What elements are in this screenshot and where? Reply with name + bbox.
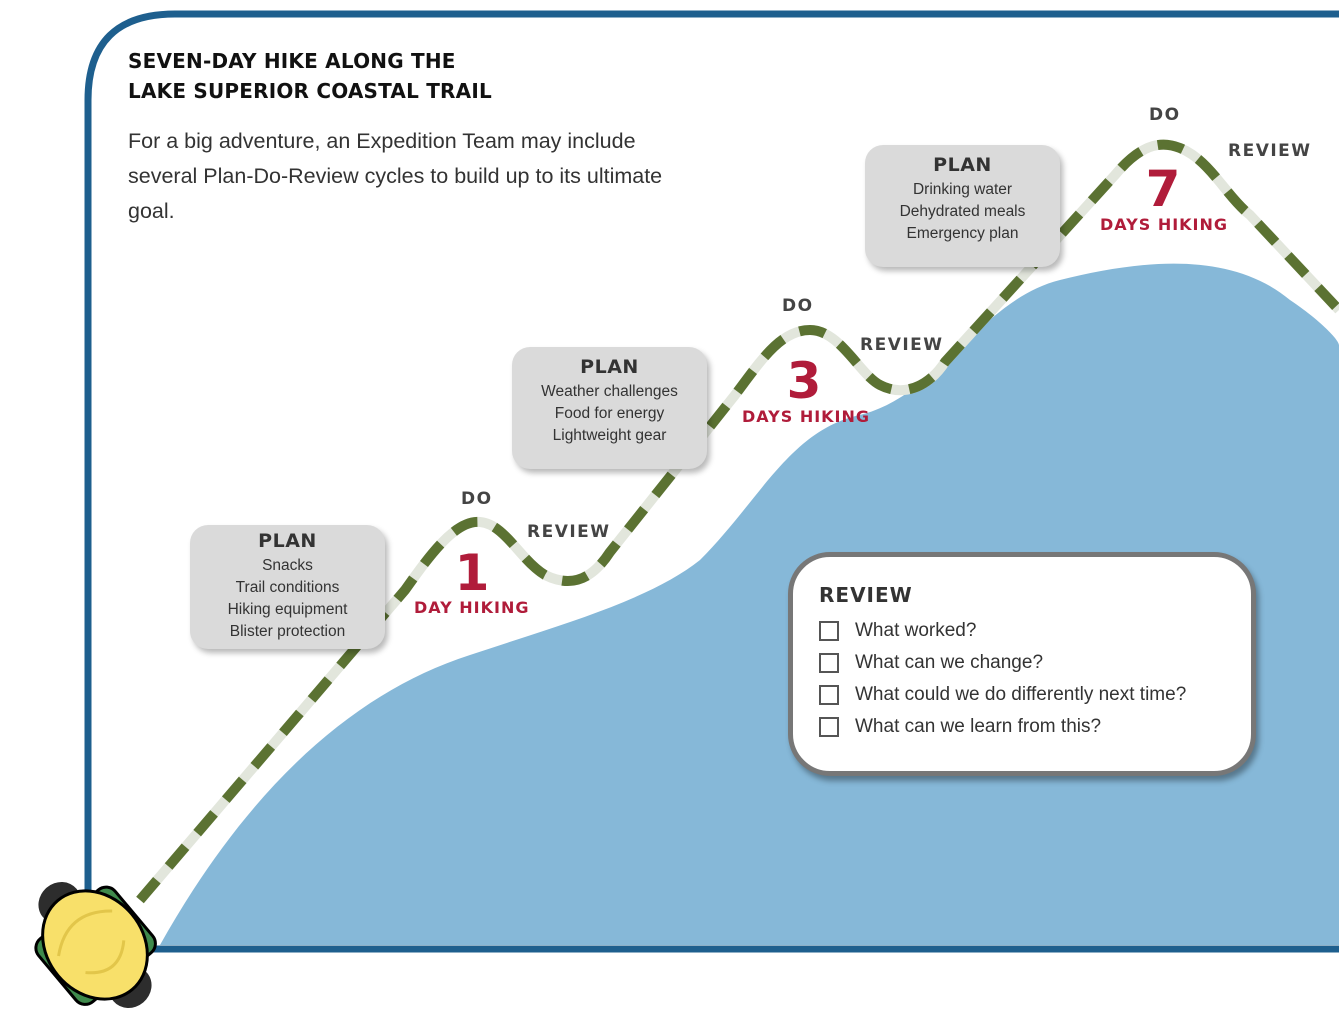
checklist-item[interactable]: What worked? (819, 615, 1251, 647)
checklist-item-label: What worked? (855, 620, 977, 641)
intro-text: For a big adventure, an Expedition Team … (128, 129, 663, 223)
plan-item: Trail conditions (235, 579, 340, 596)
plan-item: Hiking equipment (227, 601, 348, 618)
plan-box-cycle-2: PLAN Weather challenges Food for energy … (512, 347, 707, 469)
checklist-item[interactable]: What could we do differently next time? (819, 679, 1251, 711)
plan-item: Dehydrated meals (899, 203, 1026, 220)
title-line-2: LAKE SUPERIOR COASTAL TRAIL (128, 79, 492, 103)
checkbox[interactable] (819, 621, 839, 641)
checklist-item-label: What could we do differently next time? (855, 684, 1187, 705)
plan-item: Blister protection (229, 623, 346, 640)
review-checklist-panel: REVIEW What worked? What can we change? … (788, 552, 1256, 776)
checklist-item-label: What can we change? (855, 652, 1044, 673)
plan-heading: PLAN (933, 154, 992, 176)
do-label-cycle-2: DO (782, 296, 814, 316)
review-label-cycle-1: REVIEW (527, 522, 611, 542)
checklist-item[interactable]: What can we change? (819, 647, 1251, 679)
diagram-title: SEVEN-DAY HIKE ALONG THE LAKE SUPERIOR C… (128, 46, 492, 106)
days-number-cycle-3: 7 (1145, 160, 1181, 218)
plan-item: Drinking water (912, 181, 1013, 198)
days-number-cycle-1: 1 (454, 544, 490, 602)
hiker-icon (34, 882, 157, 1008)
do-label-cycle-1: DO (461, 489, 493, 509)
plan-box-cycle-1: PLAN Snacks Trail conditions Hiking equi… (190, 525, 385, 649)
plan-box-cycle-3: PLAN Drinking water Dehydrated meals Eme… (865, 145, 1060, 267)
do-label-cycle-3: DO (1149, 105, 1181, 125)
frame-border (84, 10, 1339, 953)
checkbox[interactable] (819, 685, 839, 705)
plan-item: Emergency plan (906, 225, 1019, 242)
title-line-1: SEVEN-DAY HIKE ALONG THE (128, 49, 456, 73)
plan-heading: PLAN (258, 530, 317, 552)
review-label-cycle-3: REVIEW (1228, 141, 1312, 161)
checklist-item-label: What can we learn from this? (855, 716, 1102, 737)
plan-heading: PLAN (580, 356, 639, 378)
days-label-cycle-3: DAYS HIKING (1100, 215, 1229, 234)
days-number-cycle-2: 3 (786, 352, 822, 410)
plan-item: Snacks (262, 557, 313, 574)
review-panel-heading: REVIEW (819, 583, 913, 607)
plan-item: Weather challenges (541, 383, 678, 400)
checkbox[interactable] (819, 653, 839, 673)
checklist-item[interactable]: What can we learn from this? (819, 711, 1251, 743)
checkbox[interactable] (819, 717, 839, 737)
plan-item: Lightweight gear (552, 427, 667, 444)
trail-path-dashes (136, 139, 1339, 904)
review-label-cycle-2: REVIEW (860, 335, 944, 355)
days-label-cycle-1: DAY HIKING (414, 598, 530, 617)
plan-item: Food for energy (554, 405, 665, 422)
days-label-cycle-2: DAYS HIKING (742, 407, 871, 426)
